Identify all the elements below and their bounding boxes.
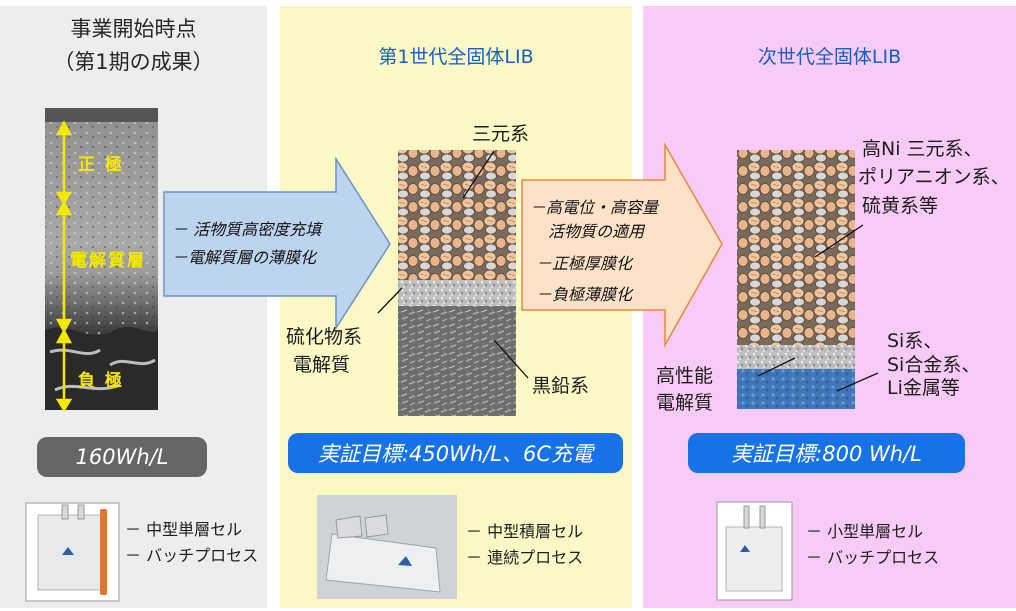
cathode-layer-label: 正 極	[78, 155, 124, 175]
target-badge-2: 実証目標:450Wh/L、6C充電	[288, 433, 623, 473]
label-si-line1: Si系、	[887, 330, 943, 352]
panel2-title: 第1世代全固体LIB	[378, 46, 534, 68]
layer-arrows-yellow	[55, 120, 73, 413]
cell-photo-1	[25, 502, 120, 602]
cell-bullet-2-1: － 中型積層セル	[466, 522, 584, 541]
label-high-performance-electrolyte-line1: 高性能	[656, 365, 714, 387]
label-si-line2: Si合金系、	[887, 354, 981, 376]
anode-layer-label: 負 極	[78, 371, 124, 391]
arrow2-line-4: －負極薄膜化	[536, 285, 633, 304]
panel3-title: 次世代全固体LIB	[757, 46, 902, 68]
cell-bullet-3-1: － 小型単層セル	[806, 522, 924, 541]
arrow1-line-2: －電解質層の薄膜化	[172, 248, 317, 267]
label-high-ni-line1: 高Ni 三元系、	[862, 138, 983, 160]
target-badge-3: 実証目標:800 Wh/L	[688, 433, 965, 473]
cell-bullet-1-2: － バッチプロセス	[125, 546, 259, 565]
arrow2-line-2: 活物質の適用	[548, 222, 645, 241]
label-ternary: 三元系	[472, 123, 530, 145]
first-gen-cell-structure	[398, 150, 516, 416]
next-gen-cell-structure	[737, 150, 855, 409]
cell-photo-2	[317, 495, 457, 599]
cell-bullet-2-2: － 連続プロセス	[466, 548, 584, 567]
label-si-line3: Li金属等	[887, 377, 960, 399]
improvement-arrow-2	[521, 142, 723, 348]
label-high-ni-line2: ポリアニオン系、	[858, 166, 1010, 188]
label-high-performance-electrolyte-line2: 電解質	[656, 392, 714, 414]
label-sulfide-electrolyte-line2: 電解質	[293, 354, 351, 376]
leader-lines	[377, 150, 879, 392]
panel1-title-line1: 事業開始時点	[70, 17, 197, 41]
arrow2-line-3: －正極厚膜化	[536, 254, 633, 273]
cell-bullet-3-2: － バッチプロセス	[806, 548, 940, 567]
cell-bullet-1-1: － 中型単層セル	[125, 520, 243, 539]
label-sulfide-electrolyte-line1: 硫化物系	[286, 326, 363, 348]
label-graphite: 黒鉛系	[532, 375, 590, 397]
target-badge-1: 160Wh/L	[37, 437, 207, 477]
improvement-arrow-1	[163, 156, 391, 331]
label-high-ni-line3: 硫黄系等	[862, 195, 939, 217]
cell-photo-3	[716, 501, 793, 601]
arrow1-line-1: － 活物質高密度充填	[172, 220, 322, 239]
electrolyte-layer-label: 電解質層	[70, 251, 146, 271]
panel1-title-line2: （第1期の成果）	[53, 50, 214, 74]
arrow2-line-1: －高電位・高容量	[530, 198, 659, 217]
